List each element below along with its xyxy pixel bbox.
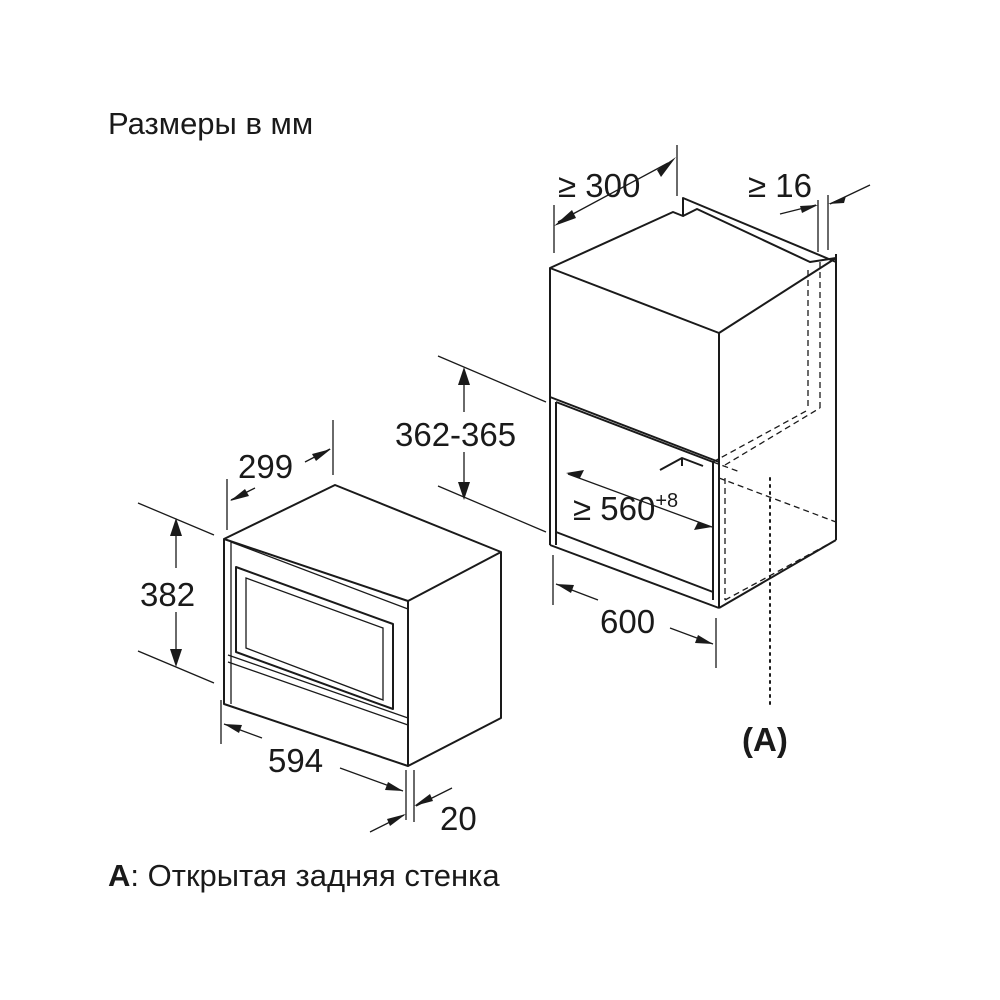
dim-device-depth: 299 (238, 448, 293, 485)
dim-niche-width: ≥ 560+8 (573, 490, 678, 527)
dim-niche-height: 362-365 (395, 416, 516, 453)
dim-device-front-depth: 20 (440, 800, 477, 837)
dim-cabinet-width: 600 (600, 603, 655, 640)
wall-cabinet (549, 197, 837, 709)
dim-cabinet-side-gap: ≥ 16 (748, 167, 812, 204)
dimension-lines (137, 145, 871, 833)
legend-key: A (108, 858, 130, 893)
page-title: Размеры в мм (108, 106, 313, 141)
dim-cabinet-depth: ≥ 300 (558, 167, 640, 204)
dim-device-height: 382 (140, 576, 195, 613)
legend-separator: : (130, 858, 139, 893)
legend-text: Открытая задняя стенка (139, 858, 500, 893)
dim-niche-width-main: ≥ 560 (573, 490, 655, 527)
callout-a: (A) (742, 721, 788, 758)
microwave-device (223, 484, 502, 767)
dim-device-width: 594 (268, 742, 323, 779)
legend: A: Открытая задняя стенка (108, 858, 500, 893)
dim-niche-width-tolerance: +8 (655, 490, 678, 512)
